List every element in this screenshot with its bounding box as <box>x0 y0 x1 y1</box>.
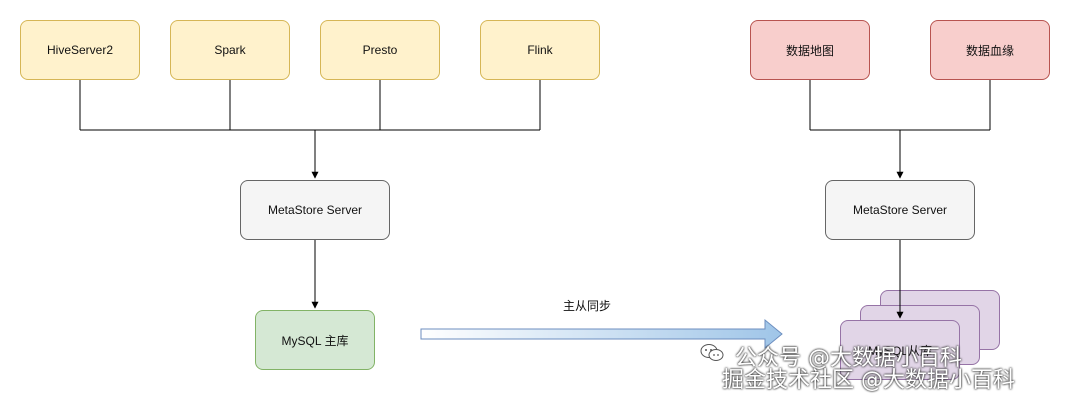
mysql-primary[interactable]: MySQL 主库 <box>255 310 375 370</box>
app-connectors <box>809 80 991 131</box>
mysql-replica-label: MySQL从库 <box>867 343 932 358</box>
engine-spark-label: Spark <box>214 43 246 57</box>
engine-flink[interactable]: Flink <box>480 20 600 80</box>
app-data-lineage[interactable]: 数据血缘 <box>930 20 1050 80</box>
sync-label: 主从同步 <box>563 299 612 313</box>
engine-presto-label: Presto <box>362 43 398 57</box>
engine-spark[interactable]: Spark <box>170 20 290 80</box>
app-data-lineage-label: 数据血缘 <box>965 43 1014 58</box>
app-data-map[interactable]: 数据地图 <box>750 20 870 80</box>
engine-hiveserver2-label: HiveServer2 <box>46 43 114 57</box>
app-data-map-label: 数据地图 <box>785 43 834 58</box>
right-metastore-label: MetaStore Server <box>852 203 948 217</box>
engine-hiveserver2[interactable]: HiveServer2 <box>20 20 140 80</box>
engine-connectors <box>79 80 541 131</box>
engine-flink-label: Flink <box>527 43 553 57</box>
right-metastore-server[interactable]: MetaStore Server <box>825 180 975 240</box>
watermark-line1: 公众号 @大数据小百科 <box>735 346 962 371</box>
sync-arrow <box>420 318 783 350</box>
engine-presto[interactable]: Presto <box>320 20 440 80</box>
mysql-primary-label: MySQL 主库 <box>281 333 349 348</box>
watermark-line2: 掘金技术社区 @大数据小百科 <box>722 368 1015 393</box>
wechat-icon <box>700 343 724 363</box>
left-metastore-server[interactable]: MetaStore Server <box>240 180 390 240</box>
left-metastore-label: MetaStore Server <box>267 203 363 217</box>
mysql-replica-front[interactable]: MySQL从库 <box>840 320 960 380</box>
